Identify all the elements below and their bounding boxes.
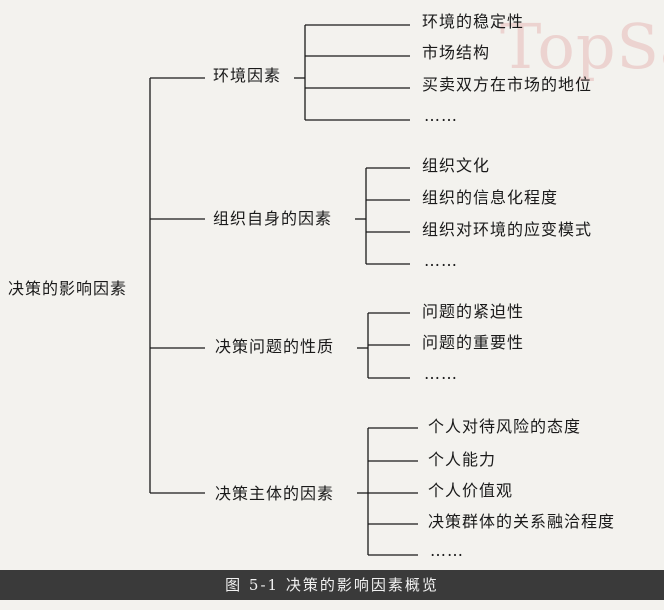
branch-1-item-4: …… (424, 106, 458, 125)
branch-1-item-2: 市场结构 (422, 43, 491, 62)
branch-4-item-2: 个人能力 (428, 450, 497, 469)
root-node: 决策的影响因素 (8, 279, 128, 298)
figure-caption: 图 5-1 决策的影响因素概览 (225, 576, 439, 594)
branch-3-item-3: …… (424, 364, 458, 383)
branch-2-label: 组织自身的因素 (213, 209, 333, 228)
branch-3-label: 决策问题的性质 (215, 337, 335, 356)
caption-bar (0, 570, 664, 600)
branch-4-item-1: 个人对待风险的态度 (428, 417, 582, 436)
branch-1-item-1: 环境的稳定性 (422, 12, 525, 31)
branch-2-item-3: 组织对环境的应变模式 (422, 220, 593, 239)
watermark-logo: TopSag (500, 10, 664, 83)
branch-3-item-1: 问题的紧迫性 (422, 302, 525, 321)
branch-4-item-5: …… (430, 541, 464, 560)
branch-4-label: 决策主体的因素 (215, 484, 335, 503)
branch-2-item-2: 组织的信息化程度 (422, 188, 559, 207)
branch-1-item-3: 买卖双方在市场的地位 (422, 75, 593, 94)
branch-4-item-4: 决策群体的关系融洽程度 (428, 512, 616, 531)
branch-4-item-3: 个人价值观 (428, 481, 514, 500)
branch-2-item-4: …… (424, 251, 458, 270)
branch-1-label: 环境因素 (213, 66, 282, 85)
branch-2-item-1: 组织文化 (422, 156, 491, 175)
branch-3-item-2: 问题的重要性 (422, 333, 525, 352)
